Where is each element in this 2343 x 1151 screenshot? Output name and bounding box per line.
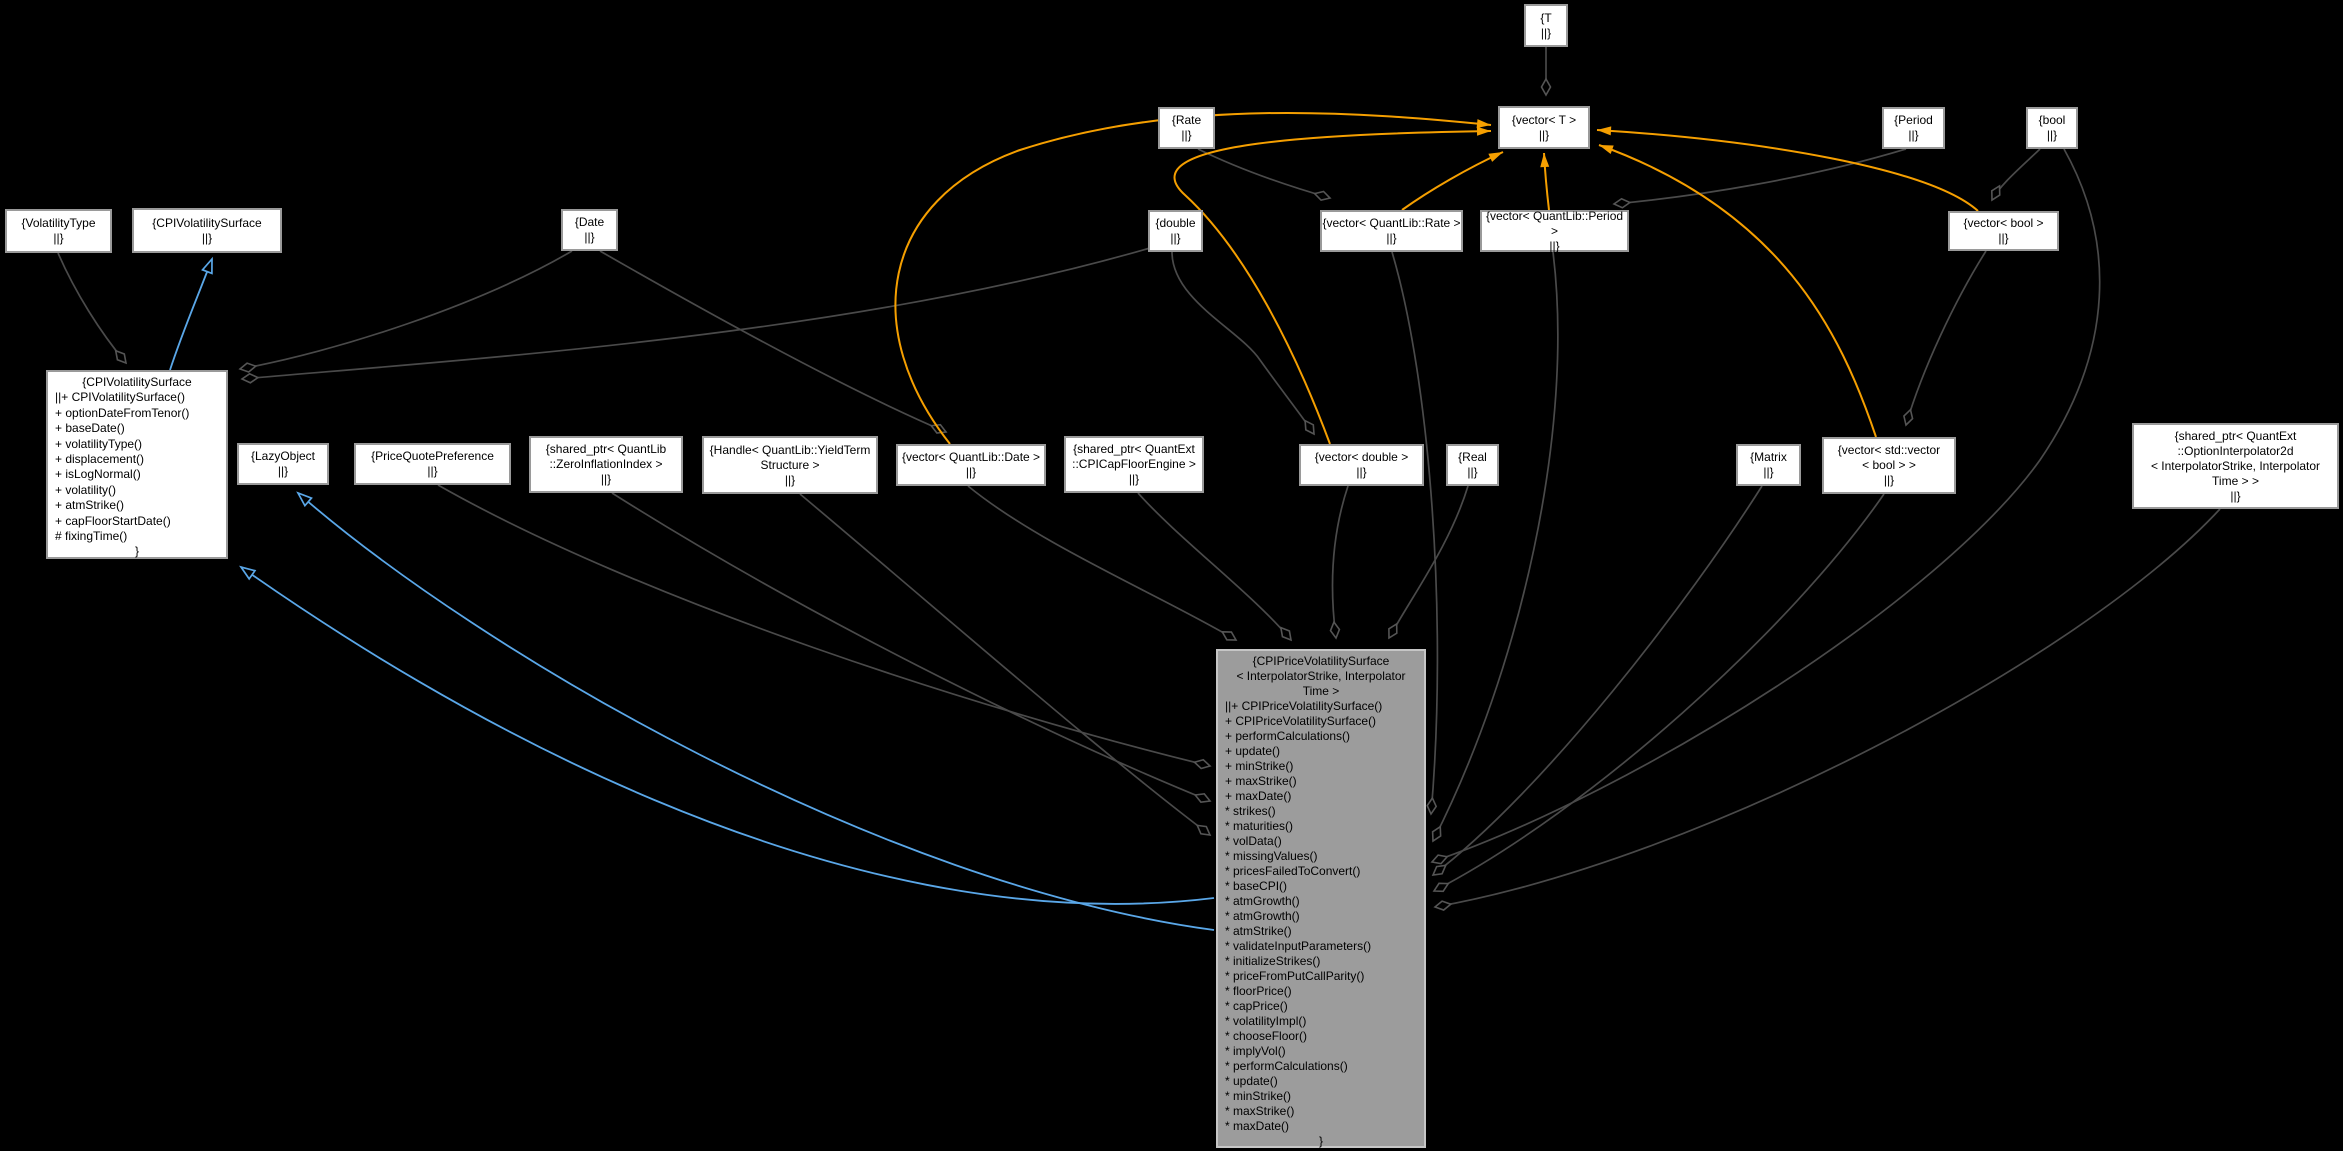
class-node-vector-rate[interactable]: {vector< QuantLib::Rate > ||} — [1320, 210, 1463, 252]
class-node-zero-inflation-index[interactable]: {shared_ptr< QuantLib ::ZeroInflationInd… — [529, 436, 683, 493]
class-node-bool[interactable]: {bool ||} — [2026, 107, 2078, 149]
class-node-lazy-object[interactable]: {LazyObject ||} — [237, 443, 329, 485]
class-node-rate[interactable]: {Rate ||} — [1158, 107, 1215, 149]
class-node-date[interactable]: {Date ||} — [561, 209, 618, 251]
class-node-matrix[interactable]: {Matrix ||} — [1736, 444, 1801, 486]
class-node-volatility-type[interactable]: {VolatilityType ||} — [5, 209, 112, 253]
class-node-vector-double[interactable]: {vector< double > ||} — [1299, 444, 1424, 486]
class-node-period[interactable]: {Period ||} — [1882, 107, 1945, 149]
class-node-cpi-volatility-surface[interactable]: {CPIVolatilitySurface ||+ CPIVolatilityS… — [46, 370, 228, 559]
class-closer: } — [134, 544, 139, 559]
class-node-double[interactable]: {double ||} — [1148, 210, 1203, 252]
class-node-vector-t[interactable]: {vector< T > ||} — [1498, 106, 1590, 149]
class-node-cpi-volatility-surface-base[interactable]: {CPIVolatilitySurface ||} — [132, 208, 282, 253]
class-node-yield-term-structure[interactable]: {Handle< QuantLib::YieldTerm Structure >… — [702, 436, 878, 494]
class-node-option-interpolator2d[interactable]: {shared_ptr< QuantExt ::OptionInterpolat… — [2132, 423, 2339, 509]
class-node-price-quote-preference[interactable]: {PriceQuotePreference ||} — [354, 443, 511, 485]
class-node-vector-period[interactable]: {vector< QuantLib::Period > ||} — [1480, 209, 1629, 253]
class-node-cpi-capfloor-engine[interactable]: {shared_ptr< QuantExt ::CPICapFloorEngin… — [1064, 436, 1204, 493]
class-members: ||+ CPIPriceVolatilitySurface() + CPIPri… — [1225, 699, 1383, 1133]
class-node-vector-vector-bool[interactable]: {vector< std::vector < bool > > ||} — [1822, 437, 1956, 494]
class-title: {CPIVolatilitySurface — [82, 375, 192, 389]
class-node-real[interactable]: {Real ||} — [1446, 444, 1499, 486]
class-closer: } — [1318, 1134, 1323, 1148]
class-node-cpi-price-volatility-surface[interactable]: {CPIPriceVolatilitySurface < Interpolato… — [1216, 649, 1426, 1148]
class-node-t[interactable]: {T ||} — [1524, 4, 1568, 47]
class-node-vector-bool[interactable]: {vector< bool > ||} — [1948, 211, 2059, 251]
class-members: ||+ CPIVolatilitySurface() + optionDateF… — [55, 390, 190, 544]
class-title: {CPIPriceVolatilitySurface < Interpolato… — [1236, 654, 1406, 698]
class-node-vector-date[interactable]: {vector< QuantLib::Date > ||} — [896, 444, 1046, 486]
